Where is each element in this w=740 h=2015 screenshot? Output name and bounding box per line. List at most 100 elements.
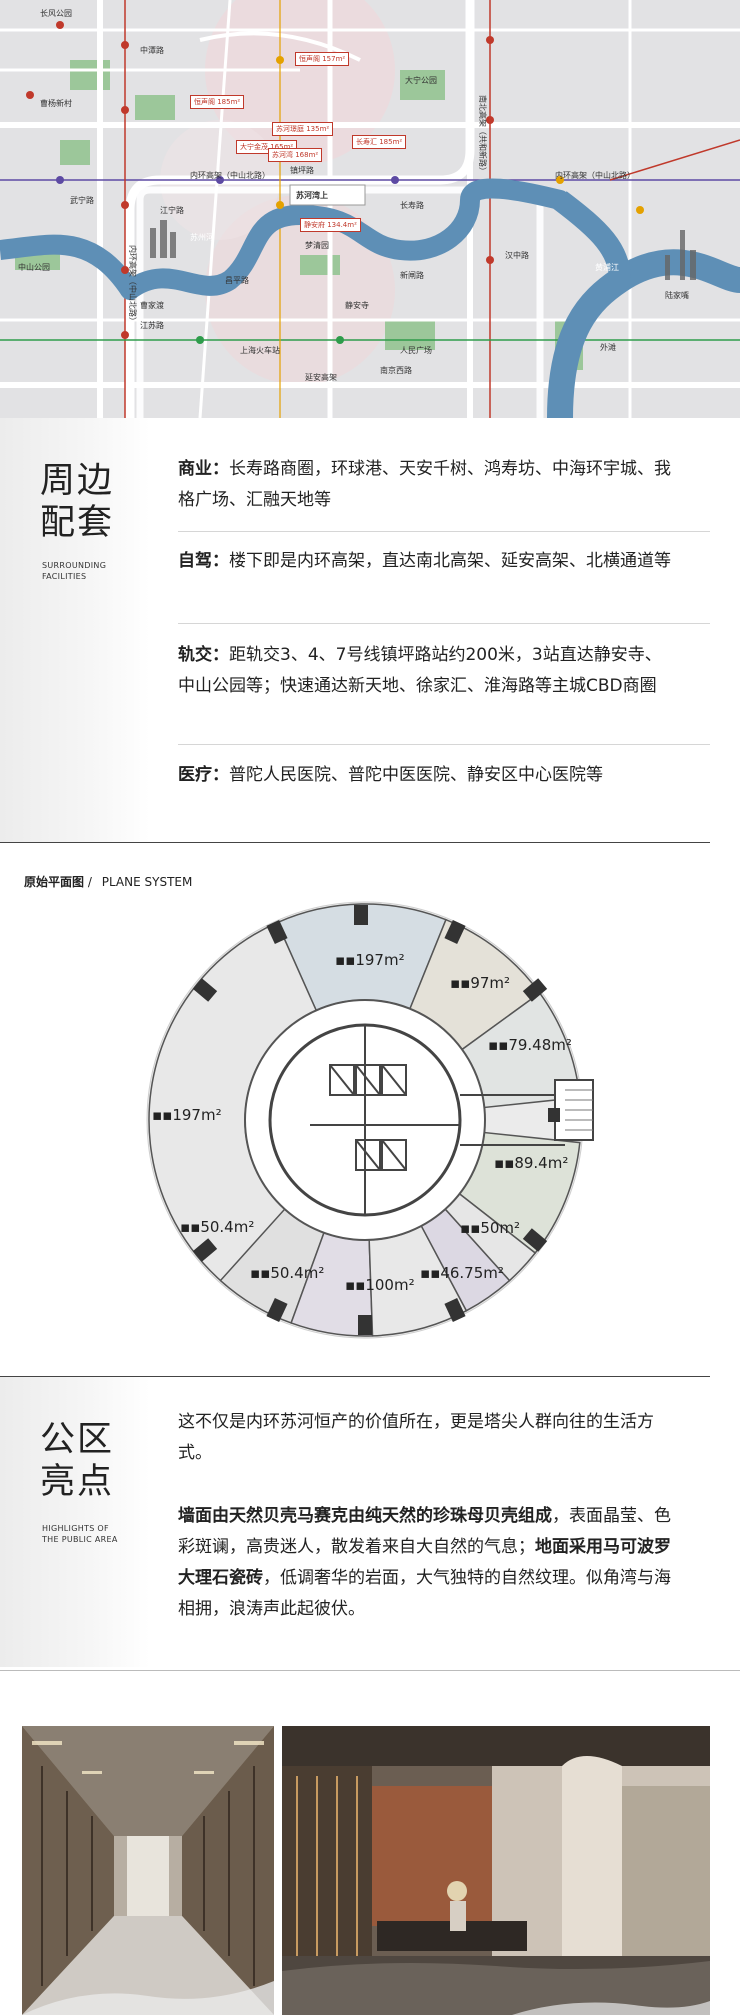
unit-label: ▪▪79.48m² — [488, 1036, 572, 1054]
section-subtitle-line2: THE PUBLIC AREA — [42, 1535, 118, 1544]
map-river-label: 苏州河 — [190, 233, 214, 242]
plan-column — [548, 1108, 560, 1122]
corridor-photo[interactable] — [22, 1726, 274, 2015]
map-place-label: 长风公园 — [40, 9, 72, 18]
map-place-label: 江苏路 — [140, 321, 164, 330]
map-project-tag[interactable]: 苏河湾 168m² — [268, 148, 323, 162]
map-place-label: 长寿路 — [400, 201, 424, 210]
map-place-label: 汉中路 — [505, 251, 529, 260]
map-center-label: 苏河湾上 — [296, 191, 328, 200]
facility-text: 普陀人民医院、普陀中医医院、静安区中心医院等 — [229, 765, 603, 785]
section-side-panel — [0, 418, 150, 843]
section-title-line1: 周边 — [40, 461, 115, 501]
facility-text: 长寿路商圈，环球港、天安千树、鸿寿坊、中海环宇城、我格广场、汇融天地等 — [178, 459, 671, 510]
section-title-line2: 亮点 — [40, 1462, 115, 1502]
map-road-label: 内环高架（中山北路） — [555, 171, 635, 180]
divider — [178, 531, 710, 532]
map-place-label: 人民广场 — [400, 346, 432, 355]
map-project-tag[interactable]: 长寿汇 185m² — [352, 135, 407, 149]
section-subtitle: HIGHLIGHTS OF THE PUBLIC AREA — [42, 1523, 118, 1545]
plan-walls — [310, 1025, 565, 1215]
public-area-intro: 这不仅是内环苏河恒产的价值所在，更是塔尖人群向往的生活方式。 — [178, 1412, 654, 1463]
section-title-line2: 配套 — [40, 503, 115, 543]
unit-label: ▪▪50.4m² — [180, 1218, 254, 1236]
section-subtitle: SURROUNDING FACILITIES — [42, 560, 106, 582]
section-title-line1: 公区 — [40, 1420, 115, 1460]
map-place-label: 陆家嘴 — [665, 291, 689, 300]
map-place-label: 中山公园 — [18, 263, 50, 272]
unit-label: ▪▪50m² — [460, 1219, 520, 1237]
unit-label: ▪▪100m² — [345, 1276, 415, 1294]
surrounding-section: 周边 配套 SURROUNDING FACILITIES 商业：长寿路商圈，环球… — [0, 418, 740, 843]
corridor-image — [22, 1726, 274, 2015]
facility-item-commerce: 商业：长寿路商圈，环球港、天安千树、鸿寿坊、中海环宇城、我格广场、汇融天地等 — [178, 454, 678, 516]
plan-stair-steps — [565, 1089, 593, 1131]
section-divider — [0, 1376, 710, 1377]
map-place-label: 江宁路 — [160, 206, 184, 215]
divider — [178, 623, 710, 624]
plan-title-en: PLANE SYSTEM — [101, 875, 193, 889]
map-road-label: 延安高架 — [305, 373, 337, 382]
map-place-label: 静安寺 — [345, 301, 369, 310]
divider — [178, 744, 710, 745]
unit-label: ▪▪89.4m² — [494, 1154, 568, 1172]
section-divider — [0, 1670, 740, 1671]
unit-label: ▪▪46.75m² — [420, 1264, 504, 1282]
section-title: 周边 配套 — [40, 460, 114, 544]
section-subtitle-line2: FACILITIES — [42, 572, 87, 581]
facility-text: 距轨交3、4、7号线镇坪路站约200米，3站直达静安寺、中山公园等；快速通达新天… — [178, 645, 662, 696]
body-text: ，低调奢华的岩面，大气独特的自然纹理。似角湾与海相拥，浪涛声此起彼伏。 — [178, 1568, 671, 1619]
public-area-body: 墙面由天然贝壳马赛克由纯天然的珍珠母贝壳组成，表面晶莹、色彩斑谰，高贵迷人，散发… — [178, 1501, 678, 1625]
section-title: 公区 亮点 — [40, 1419, 114, 1503]
public-area-section: 公区 亮点 HIGHLIGHTS OF THE PUBLIC AREA 这不仅是… — [0, 1377, 740, 1667]
facility-label: 医疗： — [178, 765, 229, 785]
facility-item-medical: 医疗：普陀人民医院、普陀中医医院、静安区中心医院等 — [178, 760, 678, 791]
plan-title-cn: 原始平面图 — [24, 875, 85, 889]
body-emphasis: 墙面由天然贝壳马赛克由纯天然的珍珠母贝壳组成 — [178, 1506, 552, 1526]
lobby-image — [282, 1726, 710, 2015]
facility-item-driving: 自驾：楼下即是内环高架，直达南北高架、延安高架、北横通道等 — [178, 546, 678, 577]
body-text: ，表面晶莹、色彩斑谰，高贵迷人，散发着来自大自然的气息； — [178, 1506, 671, 1557]
map-place-label: 镇坪路 — [290, 166, 314, 175]
map-place-label: 南京西路 — [380, 366, 412, 375]
map-place-label: 上海火车站 — [240, 346, 280, 355]
plan-elevators — [329, 1064, 407, 1171]
unit-label: ▪▪197m² — [335, 951, 405, 969]
map-graphic — [0, 0, 740, 418]
map-place-label: 外滩 — [600, 343, 616, 352]
unit-label: ▪▪97m² — [450, 974, 510, 992]
map-place-label: 新闸路 — [400, 271, 424, 280]
facility-item-metro: 轨交：距轨交3、4、7号线镇坪路站约200米，3站直达静安寺、中山公园等；快速通… — [178, 640, 678, 702]
section-divider — [0, 842, 710, 843]
plan-heading: 原始平面图 / PLANE SYSTEM — [24, 873, 192, 890]
body-emphasis: 地面采用马可波罗大理石瓷砖 — [178, 1537, 671, 1588]
map-road-label: 内环高架（中山北路） — [128, 245, 137, 325]
map-place-label: 中潭路 — [140, 46, 164, 55]
unit-label: ▪▪50.4m² — [250, 1264, 324, 1282]
map-place-label: 武宁路 — [70, 196, 94, 205]
plan-columns — [192, 905, 548, 1335]
map-place-label: 梦清园 — [305, 241, 329, 250]
map-project-tag[interactable]: 苏河璟庭 135m² — [272, 122, 334, 136]
map-place-label: 曹杨新村 — [40, 99, 72, 108]
map-project-tag[interactable]: 恒声阁 185m² — [190, 95, 245, 109]
map-road-label: 内环高架（中山北路） — [190, 171, 270, 180]
facility-label: 轨交： — [178, 645, 229, 665]
map-project-tag[interactable]: 静安府 134.4m² — [300, 218, 361, 232]
plan-title-divider: / — [87, 875, 92, 889]
unit-label: ▪▪197m² — [152, 1106, 222, 1124]
map-river-label: 黄浦江 — [595, 263, 619, 272]
map-project-tag[interactable]: 恒声阁 157m² — [295, 52, 350, 66]
section-subtitle-line1: HIGHLIGHTS OF — [42, 1524, 109, 1533]
facility-label: 商业： — [178, 459, 229, 479]
facility-text: 楼下即是内环高架，直达南北高架、延安高架、北横通道等 — [229, 551, 671, 571]
map-place-label: 曹家渡 — [140, 301, 164, 310]
facility-label: 自驾： — [178, 551, 229, 571]
location-map[interactable]: 内环高架（中山北路） 内环高架（中山北路） 南北高架（共和新路） 延安高架 内环… — [0, 0, 740, 418]
map-road-label: 南北高架（共和新路） — [478, 95, 487, 175]
section-subtitle-line1: SURROUNDING — [42, 561, 107, 570]
lobby-photo[interactable] — [282, 1726, 710, 2015]
map-place-label: 昌平路 — [225, 276, 249, 285]
floor-plan[interactable]: ▪▪197m² ▪▪97m² ▪▪79.48m² ▪▪197m² ▪▪89.4m… — [130, 900, 620, 1340]
map-place-label: 大宁公园 — [405, 76, 437, 85]
